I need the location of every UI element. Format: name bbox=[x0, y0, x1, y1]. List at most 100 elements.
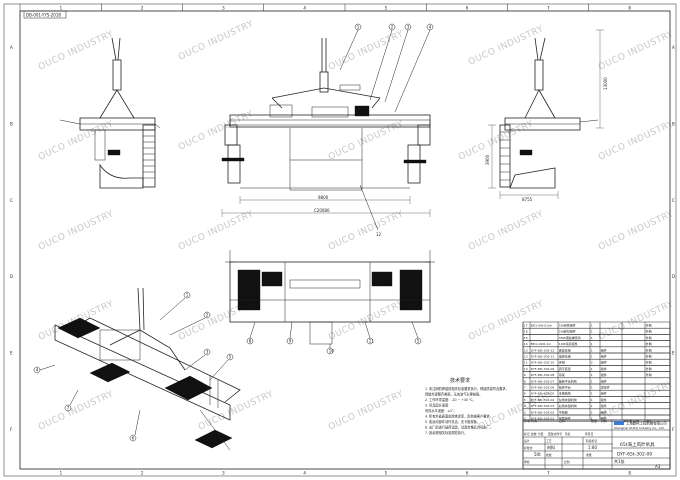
bom-cell: 组件 bbox=[601, 354, 607, 359]
title-block-label: 更改文件号 bbox=[548, 432, 562, 436]
dimension-height: 3900 bbox=[485, 154, 490, 165]
bom-cell: 1 bbox=[591, 404, 593, 408]
bom-cell: 焊接件 bbox=[601, 385, 610, 390]
part-balloon-number: 3 bbox=[407, 24, 410, 29]
bom-header: 名称 bbox=[559, 418, 565, 423]
watermark-text: OUCO INDUSTRY bbox=[597, 209, 675, 253]
bom-cell: 外购 bbox=[646, 347, 652, 352]
zone-number: 8 bbox=[628, 6, 631, 11]
bom-cell: 外购 bbox=[646, 335, 652, 340]
company-name: 上海欧柯工程机械有限公司 bbox=[626, 421, 667, 426]
paper-format: A3 bbox=[655, 464, 661, 469]
title-block-label: 标准化 bbox=[524, 446, 533, 450]
part-balloon bbox=[326, 347, 334, 355]
bom-cell: 1 bbox=[591, 373, 593, 377]
bom-cell: 组件 bbox=[601, 391, 607, 396]
bom-cell: 10 bbox=[524, 367, 528, 371]
bom-cell: 组件 bbox=[601, 372, 607, 377]
tech-requirement-line: 6. 出厂前进行载荷试验，试验合格后方可出厂。 bbox=[425, 425, 493, 430]
bom-cell: DYF-65t-302-05 bbox=[531, 392, 555, 396]
bom-cell: 350t钢丝绳索具 bbox=[559, 335, 581, 340]
bom-header: 材料 bbox=[601, 418, 607, 423]
bom-cell: 50t卸扣组件 bbox=[559, 329, 576, 334]
watermark-text: OUCO INDUSTRY bbox=[37, 389, 115, 433]
watermark-text: OUCO INDUSTRY bbox=[597, 29, 675, 73]
bom-cell: DYF-65t-302-07 bbox=[531, 379, 555, 383]
title-block-label: 分区 bbox=[538, 432, 544, 436]
watermark-text: OUCO INDUSTRY bbox=[37, 29, 115, 73]
bom-cell: BD1-50t-0.5m bbox=[531, 324, 552, 328]
bom-cell: 1 bbox=[591, 379, 593, 383]
bom-cell: 吊耳组件 bbox=[559, 416, 571, 421]
bom-header: 单件重 总计 bbox=[623, 418, 639, 423]
bom-cell: 9 bbox=[524, 373, 526, 377]
bom-cell: 电控系统 bbox=[559, 354, 571, 359]
bom-cell: 1 bbox=[591, 355, 593, 359]
zone-number-bottom: 7 bbox=[547, 471, 550, 476]
watermark-text: OUCO INDUSTRY bbox=[597, 119, 675, 163]
bom-cell: 8 bbox=[524, 379, 526, 383]
bom-cell: 2 bbox=[591, 361, 593, 365]
watermark-text: OUCO INDUSTRY bbox=[467, 209, 545, 253]
bom-cell: 组件 bbox=[601, 397, 607, 402]
drawing-number: DYF-65t-302-00 bbox=[617, 452, 652, 458]
bom-cell: DYF-65t-302-02 bbox=[531, 410, 555, 414]
bom-cell: 调平装置 bbox=[559, 366, 571, 371]
bom-cell: 14 bbox=[524, 342, 528, 346]
zone-letter: E bbox=[10, 351, 13, 356]
part-balloon-number: 8 bbox=[249, 338, 252, 343]
part-balloon-number: 2 bbox=[391, 24, 394, 29]
title-block-label: 签名 bbox=[565, 432, 571, 436]
watermarks: OUCO INDUSTRY OUCO INDUSTRY OUCO INDUSTRY O… bbox=[37, 19, 675, 433]
part-balloon bbox=[203, 348, 211, 356]
dimension-overall: C20080 bbox=[314, 208, 330, 213]
zone-letter: F bbox=[10, 427, 13, 432]
tech-requirement-line: 吊具水平误差：≤1°。 bbox=[425, 408, 457, 413]
bom-cell: 17 bbox=[524, 324, 528, 328]
watermark-text: OUCO INDUSTRY bbox=[177, 209, 255, 253]
zone-letter-right: C bbox=[672, 198, 675, 203]
zone-number: 5 bbox=[385, 6, 388, 11]
bom-cell: 主梁结构 bbox=[559, 391, 571, 396]
watermark-text: OUCO INDUSTRY bbox=[177, 19, 255, 63]
part-balloon-number: 5 bbox=[417, 338, 420, 343]
part-balloon-number: 4 bbox=[429, 24, 432, 29]
bom-cell: DYF-65t-302-01 bbox=[531, 417, 555, 421]
tech-requirement-line: 3. 吊具起升速度： bbox=[425, 403, 451, 408]
drawing-title: 65t海上风叶吊具 bbox=[620, 441, 655, 448]
bom-header: 数量 bbox=[591, 418, 597, 423]
bom-cell: DYF-65t-302-04 bbox=[531, 398, 555, 402]
zone-number-bottom: 1 bbox=[60, 471, 63, 476]
bom-cell: 外购 bbox=[646, 360, 652, 365]
title-block-label: 批准 bbox=[546, 453, 552, 457]
title-block-label: 处数 bbox=[531, 432, 537, 436]
part-balloon bbox=[366, 337, 374, 345]
zone-number: 2 bbox=[141, 6, 144, 11]
bom-cell: 1 bbox=[591, 330, 593, 334]
bom-cell: 组件 bbox=[601, 360, 607, 365]
bom-cell: 11 bbox=[524, 361, 528, 365]
bom-cell: 外购 bbox=[646, 372, 652, 377]
bom-cell: DYF-65t-302-06 bbox=[531, 386, 555, 390]
title-block-label: 审核 bbox=[524, 460, 530, 464]
tech-requirement-line: 4. 所有外露表面应除锈涂漆，颜色按客户要求。 bbox=[425, 414, 493, 419]
watermark-text: OUCO INDUSTRY bbox=[37, 119, 115, 163]
bom-cell: 左侧夹钳机构 bbox=[559, 397, 577, 402]
title-block-label: 工艺 bbox=[546, 439, 552, 443]
title-block-label: 标记 bbox=[524, 432, 530, 436]
bom-cell: 50t吊耳组件 bbox=[559, 323, 576, 328]
zone-letter-right: E bbox=[672, 351, 675, 356]
zone-letter-right: F bbox=[672, 427, 675, 432]
part-balloon bbox=[246, 337, 254, 345]
tech-requirement-line: 7. 其余按相关标准规范执行。 bbox=[425, 430, 467, 435]
dimension-lift-height: 13000 bbox=[603, 77, 608, 90]
bom-cell: 组件 bbox=[601, 409, 607, 414]
bom-cell: 外购 bbox=[646, 354, 652, 359]
title-block-label: 重量 bbox=[586, 453, 592, 457]
bom-cell: 7 bbox=[524, 386, 526, 390]
bom-cell: 1 bbox=[591, 417, 593, 421]
part-balloon bbox=[33, 366, 41, 374]
bom-cell: 1 bbox=[591, 386, 593, 390]
